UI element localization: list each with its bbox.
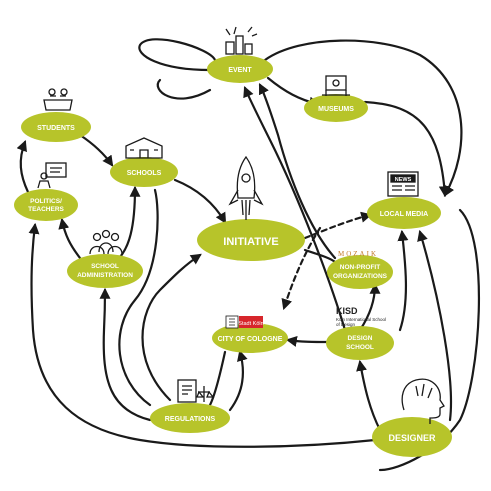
connector-design-nonprofit: [358, 282, 381, 332]
connector-regulations-initiative: [141, 253, 202, 402]
node-local-media-label: LOCAL MEDIA: [380, 211, 428, 218]
node-designer-label: DESIGNER: [388, 433, 436, 443]
document-scales-icon: [177, 379, 215, 403]
mozaik-text: MOZAIK: [338, 250, 378, 258]
node-museums-label: MUSEUMS: [318, 106, 354, 113]
node-school-admin-label-2: ADMINISTRATION: [77, 272, 133, 279]
connector-design-city: [285, 336, 332, 347]
node-initiative-label: INITIATIVE: [223, 236, 278, 248]
node-event-label: EVENT: [228, 67, 252, 74]
connector-initiative-city-dashed: [281, 226, 322, 311]
connector-initiative-nonprofit: [303, 248, 337, 264]
kisd-sub-1: Köln International School: [336, 317, 386, 322]
node-regulations-label: REGULATIONS: [165, 416, 216, 423]
group-people-icon: [89, 229, 123, 255]
connector-designer-localmedia: [417, 229, 453, 422]
podium-icon: [43, 88, 73, 111]
icons: [37, 26, 445, 424]
news-label: NEWS: [395, 177, 412, 183]
kisd-title: KISD: [336, 306, 358, 316]
fireworks-icon: [225, 26, 258, 55]
stadt-koeln-logo: Stadt Köln: [225, 315, 264, 329]
node-local-media[interactable]: LOCAL MEDIA: [367, 197, 441, 229]
node-event[interactable]: EVENT: [207, 55, 273, 83]
connectors: [16, 38, 481, 472]
newspaper-icon: [387, 171, 419, 197]
node-politics-label-2: TEACHERS: [28, 206, 64, 213]
connector-design-localmedia: [397, 229, 409, 332]
head-tools-icon: [401, 378, 445, 424]
kisd-sub-2: of Design: [336, 322, 356, 327]
connector-politics-students: [16, 139, 30, 194]
node-city-label: CITY OF COLOGNE: [218, 336, 283, 343]
node-designer[interactable]: DESIGNER: [372, 417, 452, 457]
rocket-icon: [228, 155, 264, 220]
connector-students-schools: [78, 133, 114, 167]
node-school-admin-label-1: SCHOOL: [91, 263, 119, 270]
connector-local-media-right: [378, 208, 481, 472]
node-schools-label: SCHOOLS: [127, 170, 162, 177]
node-initiative[interactable]: INITIATIVE: [197, 219, 305, 261]
nodes: EVENT MUSEUMS STUDENTS SCHOOLS POLITICS/…: [14, 55, 452, 457]
connector-event-loop-top: [138, 38, 463, 195]
connector-initiative-localmedia-dashed: [303, 211, 373, 240]
node-non-profit-label-1: NON-PROFIT: [340, 264, 380, 271]
node-students-label: STUDENTS: [37, 125, 75, 132]
kisd-annotation: KISD Köln International School of Design: [336, 306, 386, 327]
node-city-of-cologne[interactable]: CITY OF COLOGNE: [212, 323, 288, 353]
connector-city-regulations: [208, 350, 227, 407]
connector-museums-local-media: [363, 100, 450, 198]
node-students[interactable]: STUDENTS: [21, 112, 91, 142]
connector-designer-politics: [28, 222, 377, 448]
mozaik-logo: MOZAIK: [338, 250, 378, 258]
connector-admin-politics: [58, 217, 82, 260]
node-schools[interactable]: SCHOOLS: [110, 157, 178, 187]
node-regulations[interactable]: REGULATIONS: [150, 403, 230, 433]
node-school-administration[interactable]: SCHOOL ADMINISTRATION: [67, 254, 143, 288]
connector-regulations-city: [228, 349, 248, 412]
node-politics-teachers[interactable]: POLITICS/ TEACHERS: [14, 189, 78, 221]
news-text: NEWS: [395, 177, 412, 183]
teacher-board-icon: [37, 162, 67, 189]
connector-designer-admin: [99, 287, 152, 422]
connector-admin-schools: [113, 185, 141, 264]
museum-icon: [322, 75, 350, 96]
connector-design-event: [243, 85, 347, 332]
connector-regulations-schools: [118, 188, 159, 407]
connector-event-longloop: [156, 78, 212, 100]
node-design-school-label-1: DESIGN: [348, 335, 373, 342]
connector-schools-initiative: [173, 178, 227, 224]
node-museums[interactable]: MUSEUMS: [304, 94, 368, 122]
node-non-profit[interactable]: NON-PROFIT ORGANIZATIONS: [327, 255, 393, 289]
school-building-icon: [125, 137, 163, 159]
stadt-koeln-text: Stadt Köln: [238, 321, 263, 327]
connector-designer-designschool: [356, 359, 382, 432]
node-design-school-label-2: SCHOOL: [346, 344, 374, 351]
node-design-school[interactable]: DESIGN SCHOOL: [326, 326, 394, 360]
node-politics-label-1: POLITICS/: [30, 198, 62, 205]
node-non-profit-label-2: ORGANIZATIONS: [333, 273, 388, 280]
